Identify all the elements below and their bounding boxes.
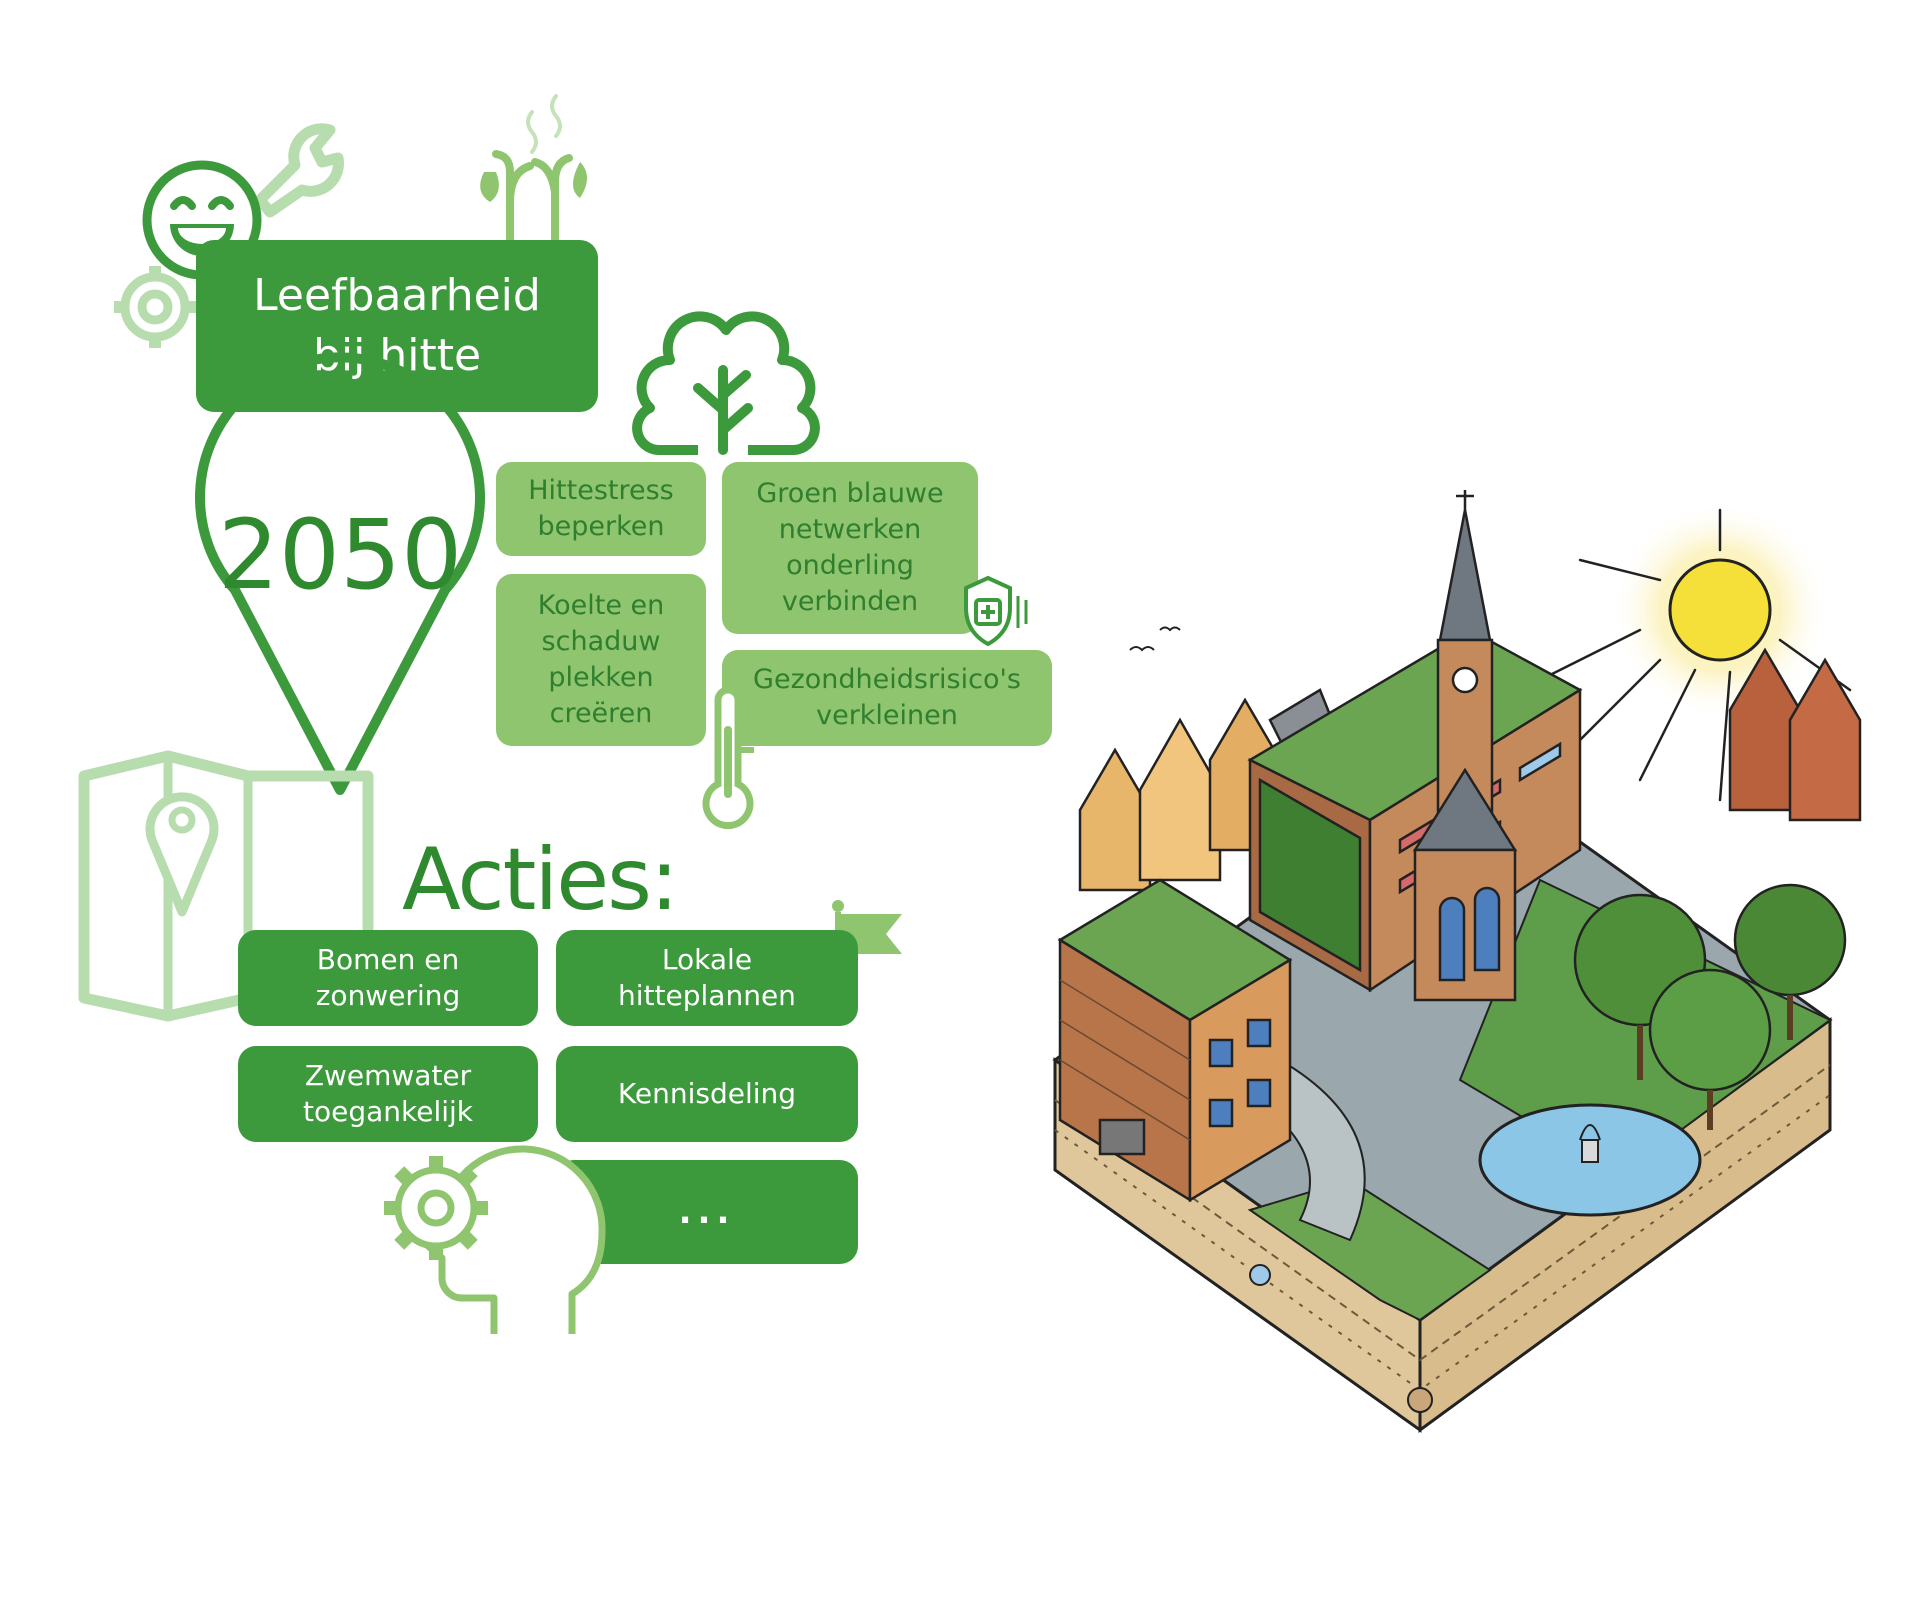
goal-gezondheidsrisicos: Gezondheidsrisico's verkleinen xyxy=(722,650,1052,746)
goal-groen-blauwe-netwerken: Groen blauwe netwerken onderling verbind… xyxy=(722,462,978,634)
head-gear-icon xyxy=(384,1145,606,1334)
action-lokale-hitteplannen: Lokale hitteplannen xyxy=(556,930,858,1026)
thermometer-unit: °C xyxy=(662,688,695,718)
plants-icon xyxy=(480,94,587,246)
goal-koelte-schaduw: Koelte en schaduw plekken creëren xyxy=(496,574,706,746)
thermometer-icon xyxy=(702,686,754,830)
wrench-icon xyxy=(254,123,344,218)
action-kennisdeling: Kennisdeling xyxy=(556,1046,858,1142)
goal-hittestress: Hittestress beperken xyxy=(496,462,706,556)
shield-cross-icon xyxy=(964,575,1028,647)
year-label: 2050 xyxy=(217,499,463,611)
location-pin-icon xyxy=(195,352,485,795)
action-bomen-zonwering: Bomen en zonwering xyxy=(238,930,538,1026)
action-more: ... xyxy=(556,1160,858,1264)
action-zwemwater: Zwemwater toegankelijk xyxy=(238,1046,538,1142)
acties-heading: Acties: xyxy=(402,830,679,930)
tree-icon xyxy=(632,311,820,455)
gear-icon xyxy=(114,266,196,348)
town-illustration xyxy=(1052,490,1862,1433)
